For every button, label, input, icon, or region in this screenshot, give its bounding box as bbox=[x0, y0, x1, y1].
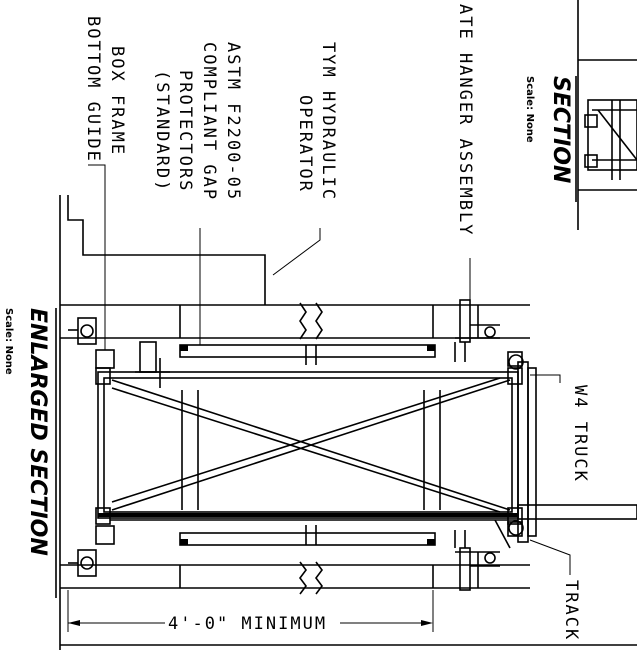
truck-and-track bbox=[507, 351, 637, 543]
section-scale: Scale: None bbox=[524, 76, 535, 143]
label-operator-line1: TYM HYDRAULIC bbox=[318, 42, 338, 201]
label-w4-truck: W4 TRUCK bbox=[570, 385, 590, 483]
label-gap-line4: (STANDARD) bbox=[152, 70, 172, 192]
leader-lines bbox=[88, 164, 571, 575]
label-operator-line2: OPERATOR bbox=[295, 95, 315, 193]
label-box-frame-line2: BOTTOM GUIDE bbox=[83, 16, 103, 163]
label-box-frame-line1: BOX FRAME bbox=[107, 46, 127, 156]
left-frame-outline bbox=[60, 195, 530, 589]
gate-frame bbox=[97, 371, 519, 521]
dimension-line bbox=[67, 590, 434, 632]
label-track: TRACK bbox=[561, 580, 581, 641]
label-gap-line1: ASTM F2200-05 bbox=[223, 42, 243, 201]
ground-line bbox=[59, 195, 637, 650]
operator-bracket bbox=[135, 341, 170, 388]
section-view-detail bbox=[577, 0, 637, 230]
label-gap-line2: COMPLIANT GAP bbox=[199, 42, 219, 201]
label-hanger-assembly: ATE HANGER ASSEMBLY bbox=[455, 4, 475, 236]
enlarged-section-title: ENLARGED SECTION bbox=[25, 308, 50, 556]
section-title: SECTION bbox=[548, 76, 573, 183]
dimension-label: 4'-0" MINIMUM bbox=[168, 614, 327, 634]
hanger-assemblies bbox=[454, 299, 511, 591]
enlarged-section-scale: Scale: None bbox=[3, 308, 14, 375]
gap-protector-strips bbox=[179, 305, 436, 588]
label-gap-line3: PROTECTORS bbox=[175, 70, 195, 192]
break-lines bbox=[299, 302, 323, 595]
bottom-guide-rollers bbox=[68, 317, 115, 577]
